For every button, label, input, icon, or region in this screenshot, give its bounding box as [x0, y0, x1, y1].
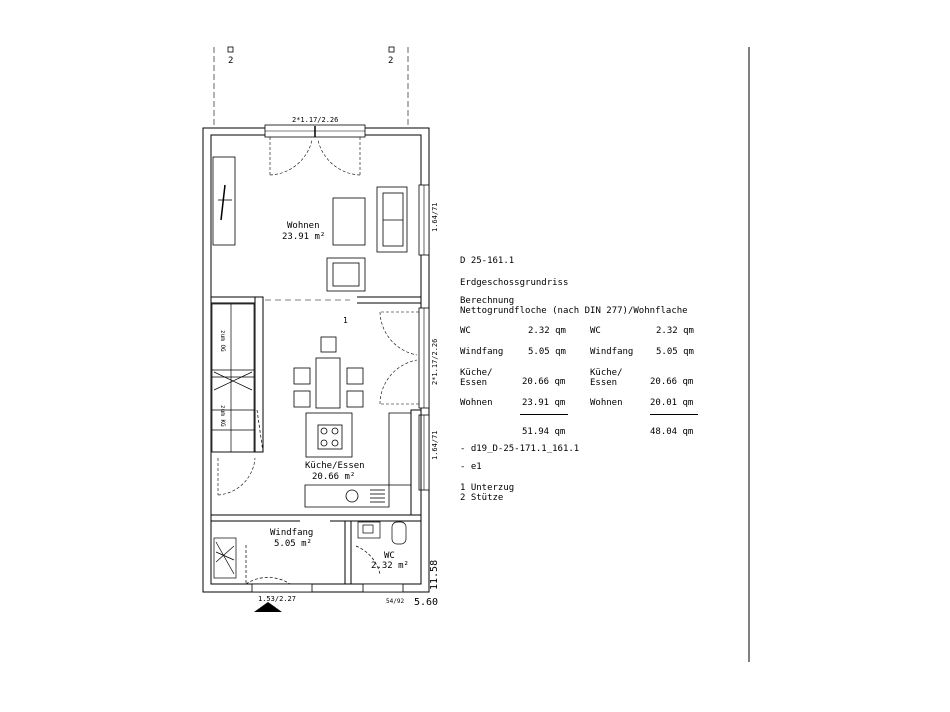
svg-text:1.53/2.27: 1.53/2.27 — [258, 595, 296, 603]
row-value-wohnen-b: 20.01 qm — [650, 398, 694, 408]
wohnen-furniture — [212, 156, 408, 292]
dimension-depth: 11.58 — [429, 560, 440, 590]
room-name-wc: WC — [384, 551, 395, 561]
beam-marker: 1 — [343, 316, 348, 325]
row-label-kueche: Küche/ Essen — [460, 368, 493, 388]
total-b: 48.04 qm — [650, 427, 694, 437]
room-area-windfang: 5.05 m² — [274, 539, 312, 549]
right-window-lower: 1.64/71 — [418, 414, 439, 491]
right-window-middle: 2*1.17/2.26 — [379, 307, 439, 409]
terrace-door: 2*1.17/2.26 — [264, 116, 366, 176]
room-area-wohnen: 23.91 m² — [282, 232, 325, 242]
row-value-windfang-b: 5.05 qm — [656, 347, 694, 357]
layer-reference: - e1 — [460, 462, 482, 472]
support-marker-left: 2 — [213, 46, 233, 125]
row-value-kueche-a: 20.66 qm — [522, 377, 566, 387]
row-value-wohnen-a: 23.91 qm — [522, 398, 566, 408]
row-label-kueche-b: Küche/ Essen — [590, 368, 623, 388]
dimension-width: 5.60 — [414, 597, 438, 608]
svg-text:2*1.17/2.26: 2*1.17/2.26 — [431, 339, 439, 385]
stair-label-og: zum OG — [219, 330, 226, 352]
legend-stuetze: 2 Stütze — [460, 493, 504, 503]
drawing-number: D 25-161.1 — [460, 256, 515, 266]
svg-text:54/92: 54/92 — [386, 598, 404, 605]
total-a: 51.94 qm — [522, 427, 566, 437]
kitchen-counter — [304, 412, 412, 508]
windfang-fixtures — [213, 537, 291, 585]
row-label-windfang: Windfang — [460, 347, 504, 357]
row-value-windfang-a: 5.05 qm — [528, 347, 566, 357]
room-name-windfang: Windfang — [270, 528, 313, 538]
right-window-upper: 1.64/71 — [418, 184, 439, 256]
row-label-wc: WC — [460, 326, 471, 336]
svg-text:2: 2 — [228, 56, 233, 66]
row-label-wohnen: Wohnen — [460, 398, 493, 408]
interior-walls — [211, 296, 422, 584]
svg-text:1.64/71: 1.64/71 — [431, 202, 439, 232]
svg-text:1.64/71: 1.64/71 — [431, 430, 439, 460]
row-value-wc-a: 2.32 qm — [528, 326, 566, 336]
staircase — [211, 303, 264, 453]
row-label-wc-b: WC — [590, 326, 601, 336]
row-value-kueche-b: 20.66 qm — [650, 377, 694, 387]
room-name-wohnen: Wohnen — [287, 221, 320, 231]
legend-unterzug: 1 Unterzug — [460, 483, 515, 493]
wc-fixtures — [355, 521, 407, 575]
support-marker-right: 2 — [388, 46, 409, 125]
row-value-wc-b: 2.32 qm — [656, 326, 694, 336]
file-reference: - d19_D-25-171.1_161.1 — [460, 444, 580, 454]
room-name-kueche: Küche/Essen — [305, 461, 365, 471]
room-area-kueche: 20.66 m² — [312, 472, 355, 482]
svg-text:2: 2 — [388, 56, 393, 66]
calc-heading: Berechnung — [460, 296, 515, 306]
stair-label-kg: zum KG — [219, 405, 226, 427]
entrance-door: 1.53/2.27 — [251, 583, 313, 612]
drawing-title: Erdgeschossgrundriss — [460, 278, 569, 288]
dining-furniture — [293, 336, 364, 458]
calc-subheading: Nettogrundfloche (nach DIN 277)/Wohnflac… — [460, 306, 688, 316]
kitchen-door — [217, 457, 256, 496]
room-area-wc: 2.32 m² — [371, 561, 409, 571]
info-panel: D 25-161.1 Erdgeschossgrundriss Berechnu… — [460, 256, 740, 516]
row-label-windfang-b: Windfang — [590, 347, 634, 357]
sum-line-b — [650, 414, 698, 415]
wc-window: 54/92 — [362, 583, 404, 605]
row-label-wohnen-b: Wohnen — [590, 398, 623, 408]
svg-text:2*1.17/2.26: 2*1.17/2.26 — [292, 116, 338, 124]
sum-line-a — [520, 414, 568, 415]
